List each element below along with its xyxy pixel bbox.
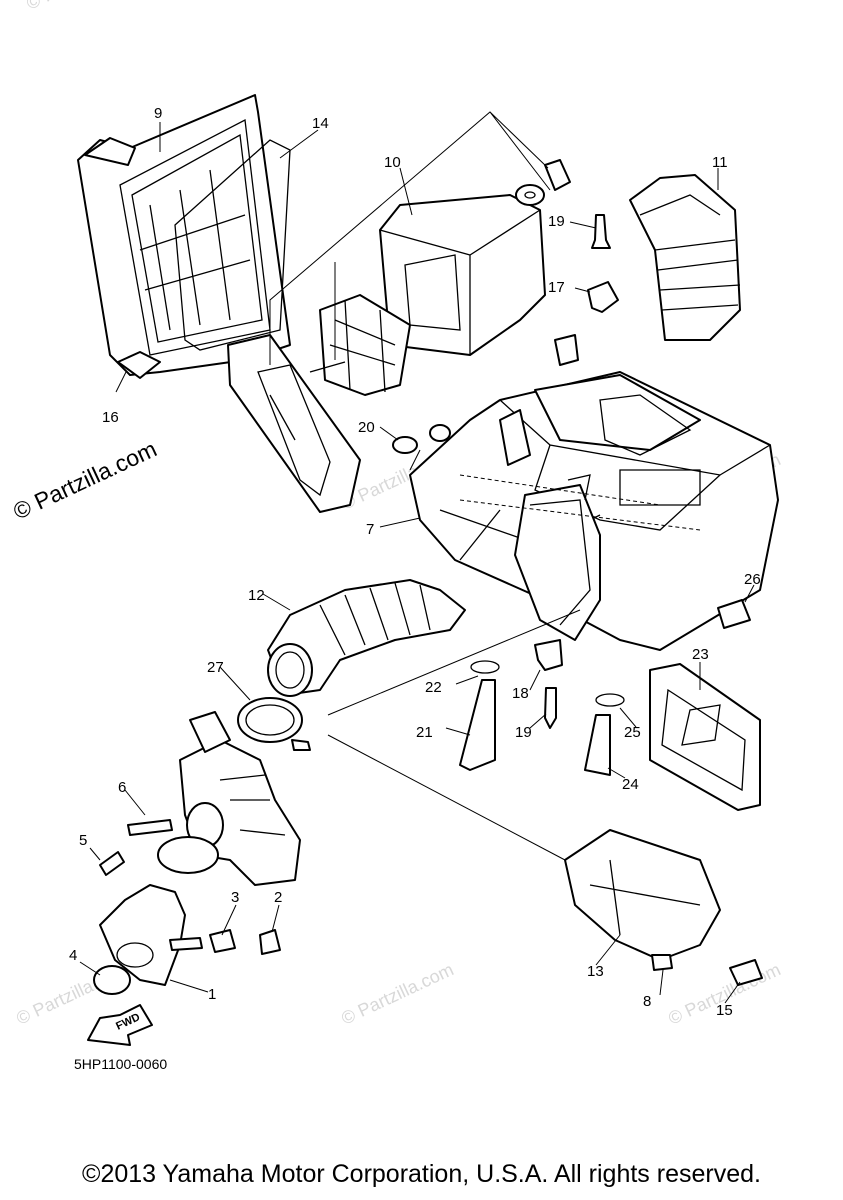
grommets-part-20 xyxy=(392,424,451,454)
rivet-part-19-bottom xyxy=(544,687,557,729)
callout-7: 7 xyxy=(366,521,374,538)
screw-part-26 xyxy=(717,599,751,629)
joint-hose-part-12 xyxy=(267,579,466,697)
callout-4: 4 xyxy=(69,947,77,964)
callout-13: 13 xyxy=(587,963,604,980)
callout-9: 9 xyxy=(154,105,162,122)
callout-19-bottom: 19 xyxy=(515,724,532,741)
bracket-part-18 xyxy=(534,639,563,671)
callout-15: 15 xyxy=(716,1002,733,1019)
callout-25: 25 xyxy=(624,724,641,741)
callout-19-top: 19 xyxy=(548,213,565,230)
callout-24: 24 xyxy=(622,776,639,793)
intake-manifold-part-1 xyxy=(99,884,203,986)
screw-part-6 xyxy=(127,819,173,836)
screw-part-15 xyxy=(729,959,763,986)
callout-8: 8 xyxy=(643,993,651,1010)
cover-part-23 xyxy=(649,663,761,811)
airbox-part-7 xyxy=(409,334,779,651)
callout-11: 11 xyxy=(712,154,728,171)
fwd-arrow: FWD xyxy=(87,1004,153,1046)
air-filter-element-part-10 xyxy=(379,194,546,356)
callout-12: 12 xyxy=(248,587,265,604)
filter-guide xyxy=(309,294,411,396)
callout-5: 5 xyxy=(79,832,87,849)
airbox-hidden-edges xyxy=(459,474,701,531)
watermark-bottom-mid: © Partzilla.com xyxy=(338,959,456,1028)
bolt-part-5 xyxy=(99,851,125,876)
callout-18: 18 xyxy=(512,685,529,702)
callout-leaders xyxy=(79,122,755,1004)
lower-box-part-13 xyxy=(564,829,721,971)
drain-tube-part-21 xyxy=(459,679,496,771)
washer-and-nut xyxy=(515,159,571,206)
filter-assembly-lines xyxy=(269,111,551,365)
callout-21: 21 xyxy=(416,724,433,741)
callout-22: 22 xyxy=(425,679,442,696)
watermark-top-left: © Partzilla.com xyxy=(23,0,141,14)
clamp-part-27 xyxy=(237,697,311,751)
drain-tube-part-24 xyxy=(584,714,611,776)
cover-gasket-part-14 xyxy=(174,139,291,351)
callout-10: 10 xyxy=(384,154,401,171)
callout-1: 1 xyxy=(208,986,216,1003)
watermark-main: © Partzilla.com xyxy=(9,435,160,524)
carb-clamp xyxy=(157,836,219,874)
callout-6: 6 xyxy=(118,779,126,796)
rivet-part-19-top xyxy=(587,214,619,313)
o-ring-part-4 xyxy=(93,965,131,995)
copyright-notice: ©2013 Yamaha Motor Corporation, U.S.A. A… xyxy=(82,1160,761,1188)
callout-23: 23 xyxy=(692,646,709,663)
callout-14: 14 xyxy=(312,115,329,132)
callout-2: 2 xyxy=(274,889,282,906)
clip-part-25 xyxy=(595,693,625,707)
carburetor xyxy=(179,711,301,886)
callout-20: 20 xyxy=(358,419,375,436)
callout-27: 27 xyxy=(207,659,224,676)
assembly-lines-lower xyxy=(327,449,581,861)
side-cover-part-9 xyxy=(77,94,291,379)
callouts: 9 14 10 11 19 17 16 20 7 12 26 27 23 22 … xyxy=(69,105,761,1019)
clip-part-22 xyxy=(470,660,500,674)
callout-17: 17 xyxy=(548,279,565,296)
diagram-code: 5HP1100-0060 xyxy=(74,1056,168,1072)
callout-16: 16 xyxy=(102,409,119,426)
callout-26: 26 xyxy=(744,571,761,588)
drain-tubes xyxy=(459,679,611,776)
cap-part-2 xyxy=(259,929,281,955)
intake-boot-part-11 xyxy=(629,174,741,341)
callout-3: 3 xyxy=(231,889,239,906)
